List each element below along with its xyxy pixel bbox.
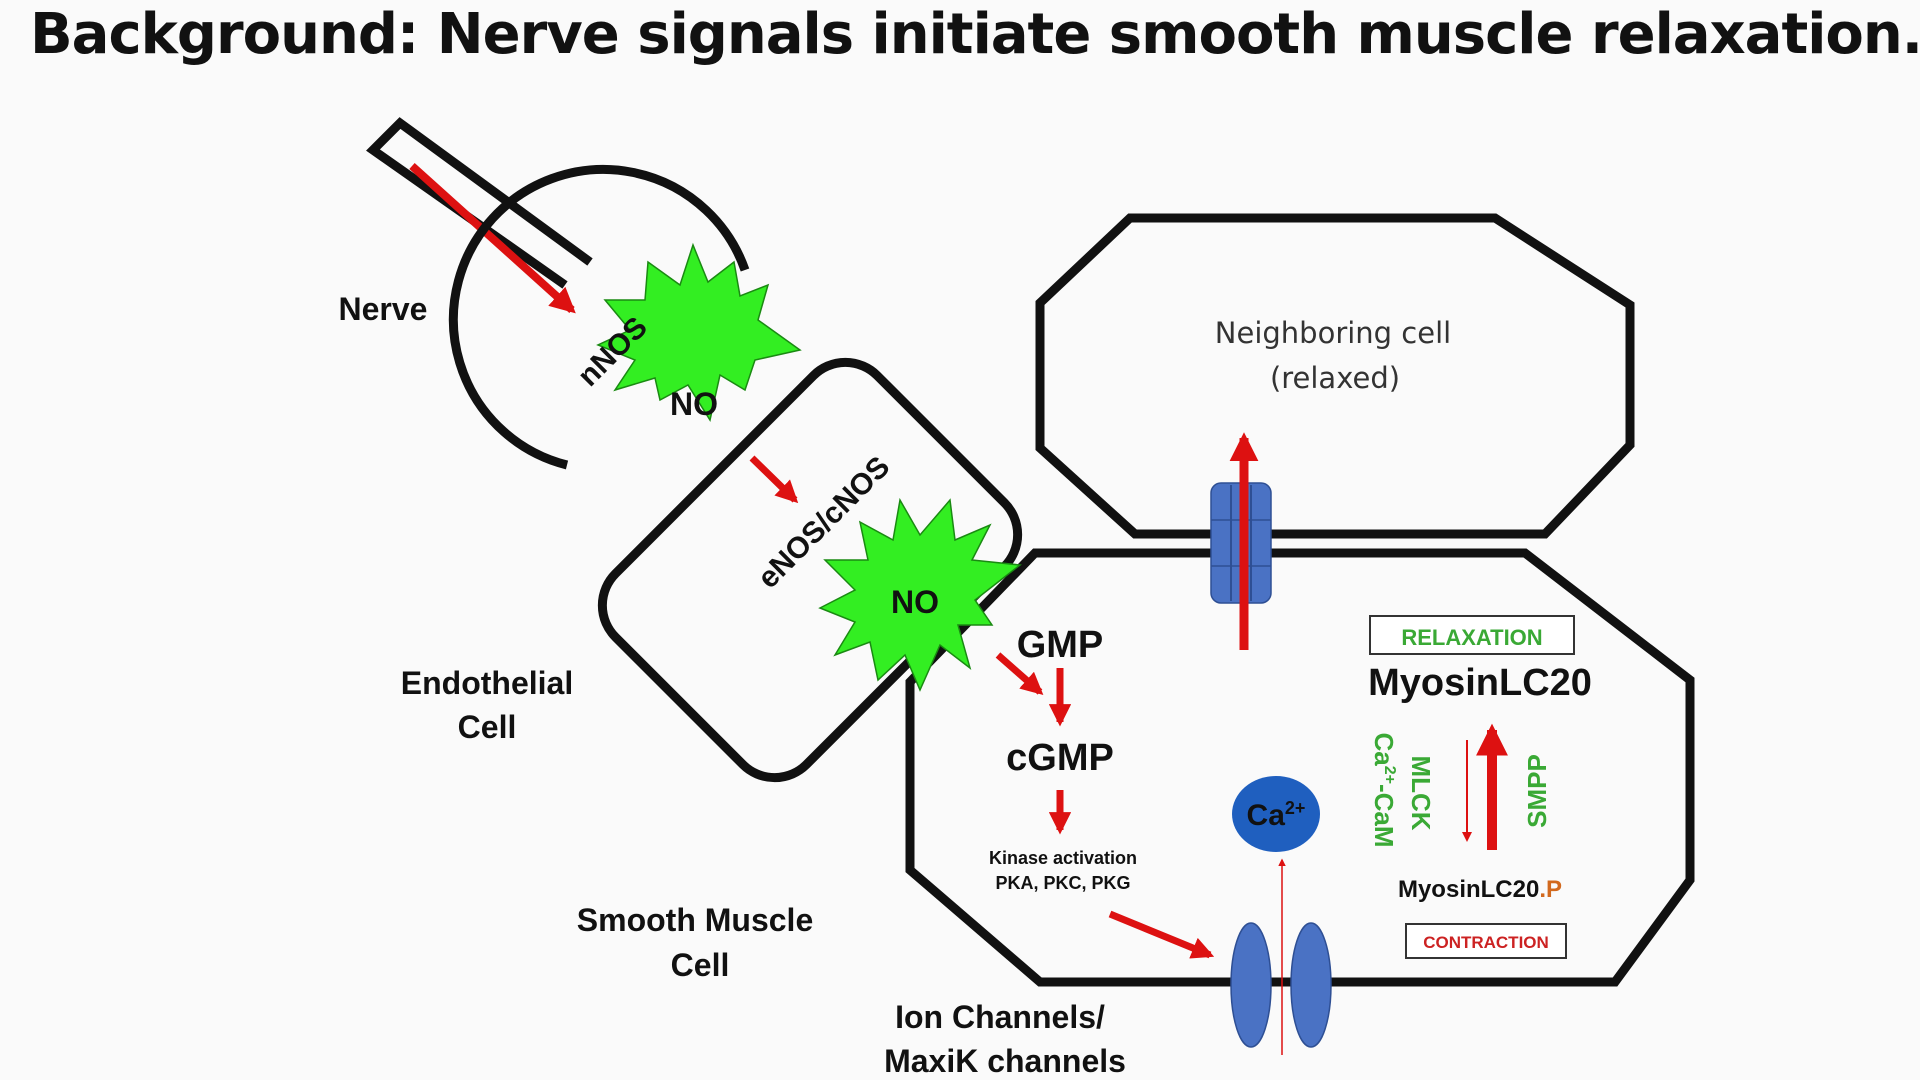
- neighbor-label-line1: Neighboring cell: [1215, 316, 1451, 350]
- myosin-label: MyosinLC20: [1368, 662, 1592, 704]
- nerve-label: Nerve: [339, 291, 428, 327]
- gmp-label: GMP: [1017, 624, 1104, 666]
- no-label-1: NO: [670, 386, 718, 422]
- nerve-terminal: [448, 165, 750, 470]
- no-to-gmp-arrow: [995, 652, 1044, 695]
- ca-cam-label: Ca2+-CaM: [1369, 732, 1399, 847]
- kinase-label-line1: Kinase activation: [989, 848, 1137, 868]
- endothelial-label-line2: Cell: [458, 709, 517, 745]
- no-burst-2: [818, 497, 1022, 692]
- relaxation-box: [1369, 615, 1575, 655]
- no-burst-1: [596, 242, 802, 422]
- contraction-label: CONTRACTION: [1423, 933, 1549, 952]
- nerve-axon: [366, 117, 593, 314]
- endothelial-label-line1: Endothelial: [401, 665, 573, 701]
- calcium-ion: [1232, 776, 1320, 852]
- no-label-2: NO: [891, 584, 939, 620]
- neighboring-cell: [1035, 213, 1635, 539]
- ion-channel: [1230, 922, 1332, 1048]
- nerve-signal-arrow: [409, 163, 576, 314]
- ion-channels-label-line2: MaxiK channels: [884, 1043, 1126, 1079]
- slide-title: Background: Nerve signals initiate smoot…: [30, 2, 1920, 67]
- endothelial-cell: [597, 357, 1023, 783]
- no-to-enos-arrow: [749, 455, 799, 504]
- kinase-label-line2: PKA, PKC, PKG: [995, 873, 1130, 893]
- mlck-label: MLCK: [1406, 755, 1436, 830]
- smpp-label: SMPP: [1522, 754, 1552, 828]
- contraction-box: [1405, 923, 1567, 959]
- cgmp-label: cGMP: [1006, 737, 1114, 779]
- calcium-ion-label: Ca2+: [1247, 798, 1306, 832]
- ion-channels-label-line1: Ion Channels/: [895, 999, 1105, 1035]
- myosin-p-label: MyosinLC20.P: [1398, 876, 1562, 903]
- smooth-muscle-label-line1: Smooth Muscle: [577, 902, 813, 938]
- neighbor-label-line2: (relaxed): [1270, 361, 1400, 395]
- smooth-muscle-label-line2: Cell: [671, 947, 730, 983]
- relaxation-label: RELAXATION: [1401, 625, 1542, 650]
- smooth-muscle-cell: [905, 548, 1695, 987]
- kinase-to-channel-arrow: [1108, 910, 1215, 959]
